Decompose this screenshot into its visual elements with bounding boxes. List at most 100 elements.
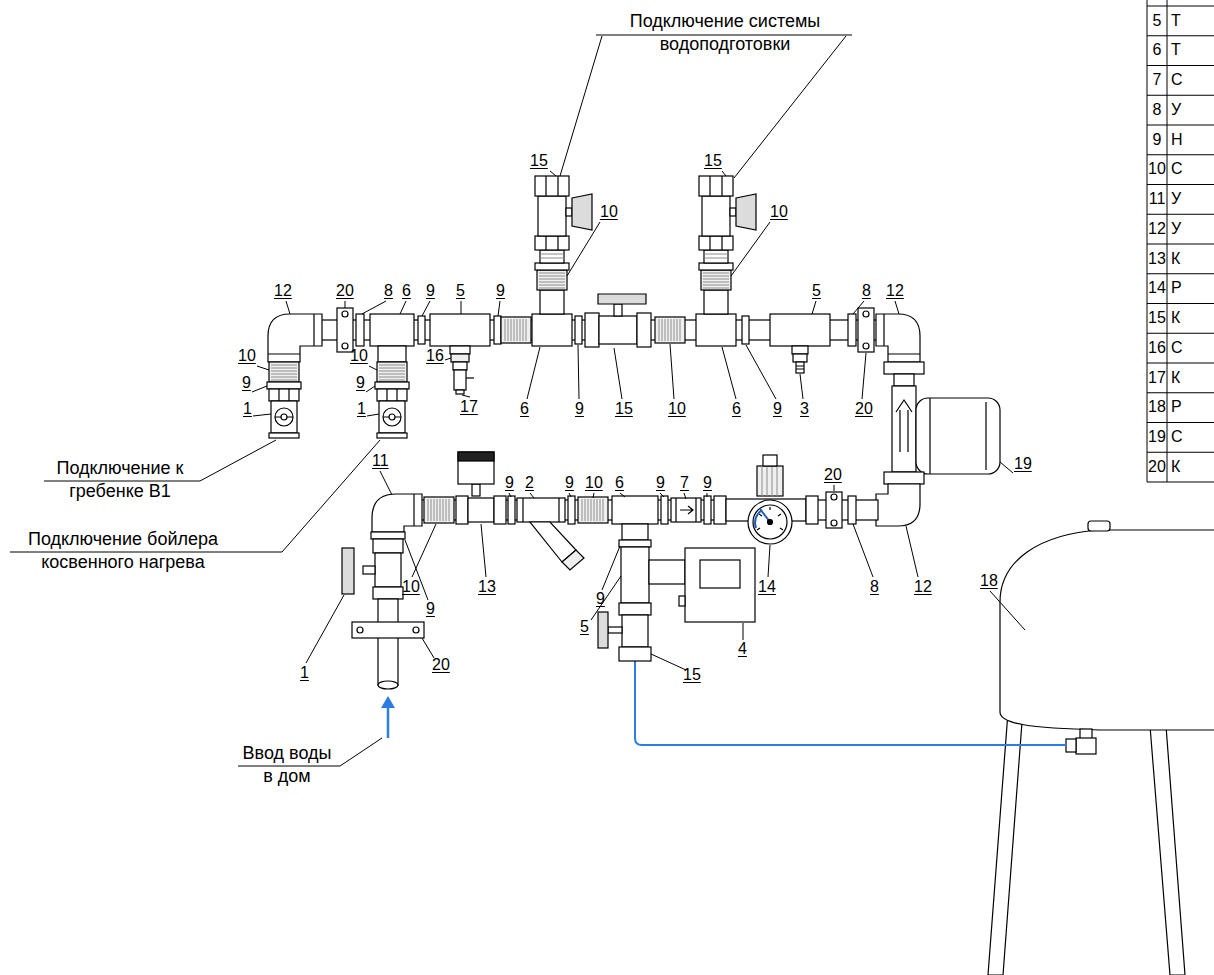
label-holder: 5 <box>580 618 589 636</box>
pipework <box>661 496 668 524</box>
label-holder: К <box>1171 309 1211 327</box>
callout-number: 5 <box>812 282 821 299</box>
callout-number: 6 <box>520 400 529 417</box>
pipework <box>753 505 787 539</box>
pipework <box>517 498 565 522</box>
pipework <box>458 452 494 484</box>
label-holder: 20 <box>432 656 450 674</box>
pipework <box>763 455 777 466</box>
table-cell: К <box>1171 250 1180 267</box>
callout-number: 9 <box>356 374 365 391</box>
pipework <box>614 304 622 316</box>
label-holder: К <box>1171 369 1211 387</box>
label-holder: 4 <box>738 640 747 658</box>
pipework <box>466 377 474 378</box>
pipework <box>494 496 506 524</box>
label-holder: 12 <box>914 578 932 596</box>
label-holder: 8 <box>862 282 871 300</box>
pipework <box>357 627 363 633</box>
callout-number: 15 <box>704 152 722 169</box>
label-holder: 18 <box>1147 398 1167 416</box>
pipework <box>342 548 354 594</box>
label-holder: 12 <box>274 282 292 300</box>
tank-18 <box>1000 530 1214 730</box>
leader-lines <box>812 301 899 314</box>
table-cell: К <box>1171 369 1180 386</box>
pipework <box>451 354 469 362</box>
callout-number: 17 <box>460 398 478 415</box>
label-holder: 7 <box>1147 71 1167 89</box>
table-cell: 19 <box>1148 428 1166 445</box>
table-cell: 17 <box>1148 369 1166 386</box>
callout-number: 10 <box>668 400 686 417</box>
label-holder: К <box>1171 250 1211 268</box>
pipework <box>370 314 414 346</box>
table-cell: Т <box>1171 12 1181 29</box>
pipework <box>568 496 575 524</box>
callout-number: 10 <box>585 474 603 491</box>
label-holder: 6 <box>1147 41 1167 59</box>
callout-number: 5 <box>580 618 589 635</box>
label-holder: 20 <box>336 282 354 300</box>
pipework <box>622 524 648 540</box>
callout-number: 10 <box>600 203 618 220</box>
pipework <box>863 343 869 349</box>
table-cell: 5 <box>1153 12 1162 29</box>
label-holder: Т <box>1171 41 1211 59</box>
label-holder: У <box>1171 101 1211 119</box>
table-cell: 16 <box>1148 339 1166 356</box>
callout-number: 11 <box>372 452 389 469</box>
pipework <box>848 496 856 524</box>
pipework <box>375 553 401 587</box>
callout-number: 4 <box>738 640 747 657</box>
table-cell: 8 <box>1153 101 1162 118</box>
callout-number: 1 <box>357 400 366 417</box>
callout-number: 12 <box>886 282 904 299</box>
label-holder: 9 <box>656 474 665 492</box>
table-cell: У <box>1171 220 1181 237</box>
label-holder: 20 <box>1147 458 1167 476</box>
callout-number: 13 <box>478 578 496 595</box>
callout-number: 9 <box>426 600 435 617</box>
pipework <box>930 398 986 474</box>
tank-18 <box>1076 738 1096 754</box>
table-cell: 15 <box>1148 309 1166 326</box>
label-holder: 10 <box>668 400 686 418</box>
pipework <box>363 566 375 574</box>
leader-lines <box>462 395 470 397</box>
table-cell: С <box>1171 339 1183 356</box>
callout-number: 8 <box>384 282 393 299</box>
pipework <box>342 311 348 317</box>
table-cell: У <box>1171 190 1181 207</box>
pipework <box>413 627 419 633</box>
callout-number: 10 <box>238 347 256 364</box>
leader-lines <box>527 344 866 399</box>
callout-number: 6 <box>615 474 624 491</box>
pipework <box>575 316 582 344</box>
label-holder: 5 <box>456 282 465 300</box>
pipework <box>748 500 792 544</box>
pipework <box>876 484 920 526</box>
pipework <box>619 647 651 661</box>
callout-number: 20 <box>855 400 873 417</box>
pipework <box>450 346 470 354</box>
pipework <box>793 354 807 362</box>
callout-number: 9 <box>703 474 712 491</box>
table-cell: С <box>1171 428 1183 445</box>
label-holder: 13 <box>478 578 496 596</box>
callout-number: 20 <box>432 656 450 673</box>
pipework <box>858 308 874 352</box>
pipework <box>649 560 685 584</box>
callout-number: 16 <box>426 347 444 364</box>
pipework <box>371 532 405 539</box>
callout-number: 20 <box>824 466 842 483</box>
pipework <box>848 314 856 346</box>
table-cell: 6 <box>1153 41 1162 58</box>
pipework <box>892 386 916 472</box>
table-cell: 10 <box>1148 160 1166 177</box>
tank-18 <box>1088 521 1110 531</box>
pipework <box>562 550 584 570</box>
flow-arrow <box>387 706 390 738</box>
table-cell: 7 <box>1153 71 1162 88</box>
label-holder: 8 <box>384 282 393 300</box>
